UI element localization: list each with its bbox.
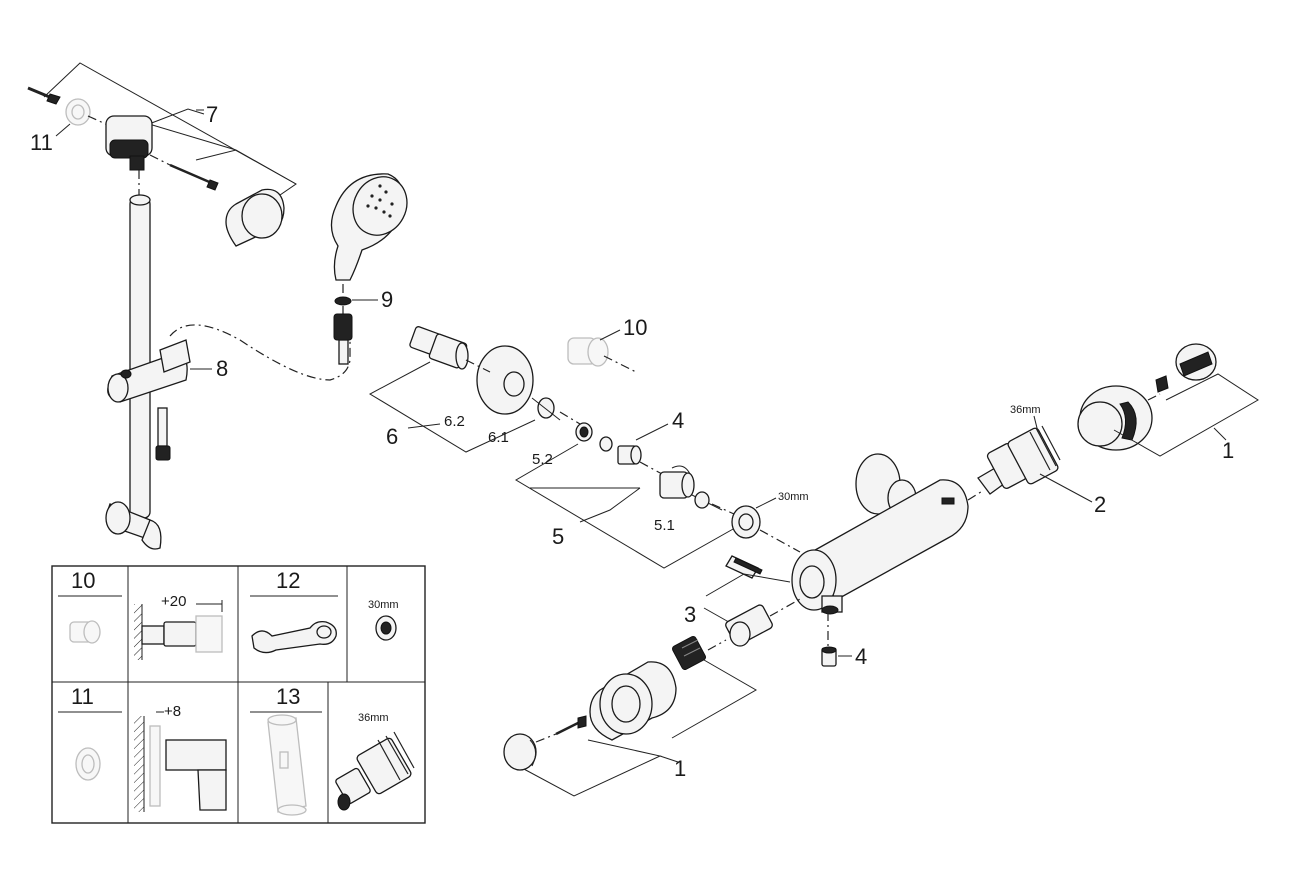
callout-7: 7 xyxy=(206,102,218,127)
table-nut-30mm-icon xyxy=(375,615,397,641)
callout-10: 10 xyxy=(623,315,647,340)
reducer-nipple-4 xyxy=(617,445,642,465)
thermostat-body xyxy=(791,453,969,615)
o-ring-small xyxy=(599,436,613,452)
long-wood-screw xyxy=(149,154,219,191)
callout-8: 8 xyxy=(216,356,228,381)
shower-rail xyxy=(129,194,151,519)
callout-5-2: 5.2 xyxy=(532,451,553,468)
callout-2: 2 xyxy=(1094,492,1106,517)
table-dim-plus8: +8 xyxy=(164,703,181,720)
table-cell-10-title: 10 xyxy=(71,568,95,593)
wall-flange-rosette xyxy=(476,345,534,415)
table-cell-12-title: 12 xyxy=(276,568,300,593)
spline-adapter xyxy=(671,635,707,671)
hose-end-fitting xyxy=(155,407,171,461)
temperature-handle-right xyxy=(1077,385,1153,451)
nonreturn-valve-ring xyxy=(575,422,593,442)
group-1-right-leaders xyxy=(1113,373,1259,457)
callout-1-right: 1 xyxy=(1222,438,1234,463)
table-cell-13-title: 13 xyxy=(276,684,300,709)
hand-shower-head xyxy=(330,173,408,281)
callout-1-bottom: 1 xyxy=(674,756,686,781)
table-cell-11-title: 11 xyxy=(71,684,94,709)
table-tool-30mm: 30mm xyxy=(368,599,399,611)
wall-elbow-connector xyxy=(409,326,469,370)
wall-bracket-top xyxy=(105,115,153,171)
hose-nut-connector xyxy=(333,313,353,365)
spacer-ring-11-icon xyxy=(65,98,91,126)
washer-9-icon xyxy=(334,296,352,306)
callout-6: 6 xyxy=(386,424,398,449)
callout-6-2: 6.2 xyxy=(444,413,465,430)
callout-9: 9 xyxy=(381,287,393,312)
slider-holder-8 xyxy=(107,339,191,403)
spring-washer xyxy=(531,397,561,421)
handle-screw-bottom xyxy=(555,715,587,736)
reducer-4-bottom xyxy=(821,646,837,667)
callout-3: 3 xyxy=(684,602,696,627)
check-valve-body xyxy=(659,465,695,499)
retaining-clip-3 xyxy=(725,555,763,579)
group-1-bottom-leaders xyxy=(521,659,758,797)
wrench-tool-icon xyxy=(251,620,337,654)
wall-screw-topleft xyxy=(27,86,61,105)
thermostatic-cartridge-2 xyxy=(977,425,1061,495)
table-cartridge-36mm-icon xyxy=(335,731,415,811)
callout-4-top: 4 xyxy=(672,408,684,433)
wall-bracket-bottom xyxy=(105,501,162,550)
table-adapter-10-icon xyxy=(69,620,101,644)
bracket-cover-cap xyxy=(225,188,285,247)
union-nut-30mm xyxy=(731,505,761,539)
table-spacer-11-icon xyxy=(75,747,101,781)
callout-11: 11 xyxy=(30,130,53,155)
callout-5: 5 xyxy=(552,524,564,549)
callout-6-1: 6.1 xyxy=(488,429,509,446)
o-ring-5-1 xyxy=(694,491,710,509)
table-dim-plus20: +20 xyxy=(161,593,186,610)
flow-handle-bottom xyxy=(589,661,677,741)
table-dim-plus20-sketch xyxy=(134,600,223,660)
shutoff-cartridge xyxy=(725,604,773,647)
label-30mm: 30mm xyxy=(778,491,809,503)
handle-screw-right xyxy=(1155,375,1169,393)
extension-adapter-10-ghost xyxy=(567,337,609,367)
label-36mm: 36mm xyxy=(1010,404,1041,416)
shower-hose-path xyxy=(169,324,351,381)
table-dim-plus8-sketch xyxy=(134,711,227,812)
socket-tool-icon xyxy=(267,714,307,816)
table-tool-36mm: 36mm xyxy=(358,712,389,724)
handle-cap-bottom xyxy=(503,733,537,771)
bracket-7-leaders xyxy=(43,62,297,207)
callout-4-bottom: 4 xyxy=(855,644,867,669)
handle-cap-right xyxy=(1175,343,1217,381)
callout-5-1: 5.1 xyxy=(654,517,675,534)
